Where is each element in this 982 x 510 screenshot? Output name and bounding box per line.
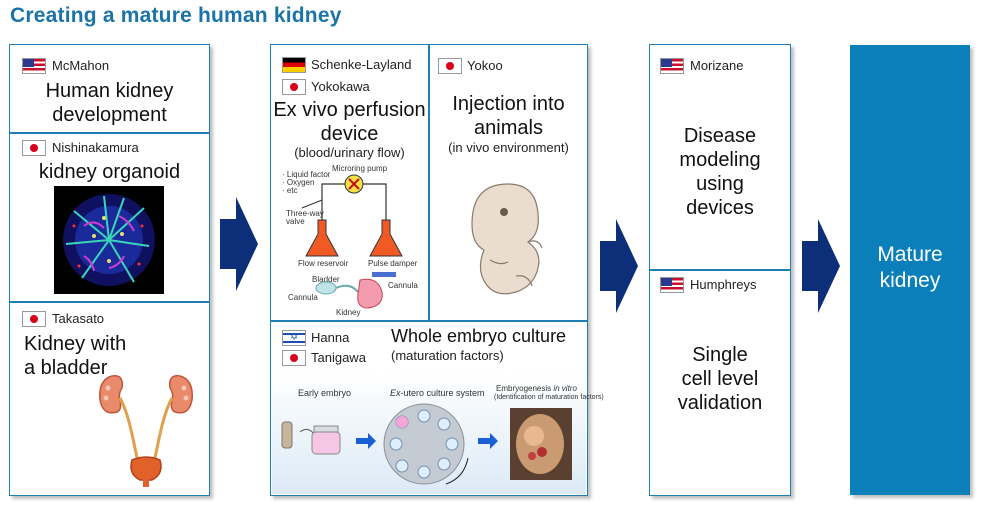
perfusion-device-sublabel: (blood/urinary flow) <box>294 145 405 160</box>
arrow-right-icon <box>220 197 258 291</box>
injection-sublabel: (in vivo environment) <box>448 140 569 155</box>
divider <box>10 132 209 134</box>
researcher-name: Yokokawa <box>311 79 370 94</box>
kidney-bladder-illustration <box>99 375 193 487</box>
diagram-label: valve <box>286 217 305 226</box>
jp-flag-icon <box>438 58 462 74</box>
jp-flag-icon <box>282 350 306 366</box>
researcher-name: Humphreys <box>690 277 757 292</box>
divider <box>650 269 790 271</box>
diagram-label: Kidney <box>336 308 360 317</box>
single-cell-validation-label: Single cell level validation <box>677 344 763 414</box>
researcher-name: Yokoo <box>467 58 503 73</box>
step-label: (Identification of maturation factors) <box>494 394 604 401</box>
diagram-label: Flow reservoir <box>298 259 349 268</box>
us-flag-icon <box>22 58 46 74</box>
divider <box>10 301 209 303</box>
researcher-name: Tanigawa <box>311 350 366 365</box>
researcher-name: Nishinakamura <box>52 140 139 155</box>
arrow-right-icon <box>802 219 840 313</box>
researcher-name: Morizane <box>690 58 744 73</box>
diagram-label: Bladder <box>312 275 340 284</box>
step-label: Early embryo <box>298 388 352 398</box>
whole-embryo-culture-sublabel: (maturation factors) <box>391 348 504 363</box>
researcher-name: McMahon <box>52 58 110 73</box>
divider <box>428 45 430 321</box>
kidney-organoid-label: kidney organoid <box>38 161 181 183</box>
de-flag-icon <box>282 57 306 73</box>
page-title: Creating a mature human kidney <box>10 4 342 27</box>
jp-flag-icon <box>22 140 46 156</box>
whole-embryo-culture-label: Whole embryo culture <box>391 326 567 346</box>
embryo-culture-steps <box>281 403 572 485</box>
diagram-label: Cannula <box>388 281 418 290</box>
researcher-name: Takasato <box>52 311 105 326</box>
jp-flag-icon <box>282 79 306 95</box>
diagram-label: · Liquid factor <box>282 170 331 179</box>
animal-embryo-illustration <box>471 183 543 295</box>
researcher-name: Schenke-Layland <box>311 57 412 72</box>
diagram-label: · Oxygen <box>282 178 314 187</box>
arrow-right-icon <box>600 219 638 313</box>
diagram-label: Three-way <box>286 209 324 218</box>
us-flag-icon <box>660 277 684 293</box>
us-flag-icon <box>660 58 684 74</box>
step-label: Ex-utero culture system <box>390 388 485 398</box>
researcher-name: Hanna <box>311 330 350 345</box>
perfusion-device-diagram: Microring pump · Liquid factor · Oxygen … <box>282 164 418 317</box>
step-label: Embryogenesis in vitro <box>496 384 577 393</box>
divider <box>271 320 587 322</box>
disease-modeling-label: Disease modeling using devices <box>679 125 761 219</box>
jp-flag-icon <box>22 311 46 327</box>
diagram-label: Microring pump <box>332 164 388 173</box>
diagram-label: Cannula <box>288 293 318 302</box>
diagram-label: Pulse damper <box>368 259 418 268</box>
organoid-image <box>54 186 164 294</box>
diagram-label: · etc <box>282 186 298 195</box>
il-flag-icon <box>282 330 306 346</box>
